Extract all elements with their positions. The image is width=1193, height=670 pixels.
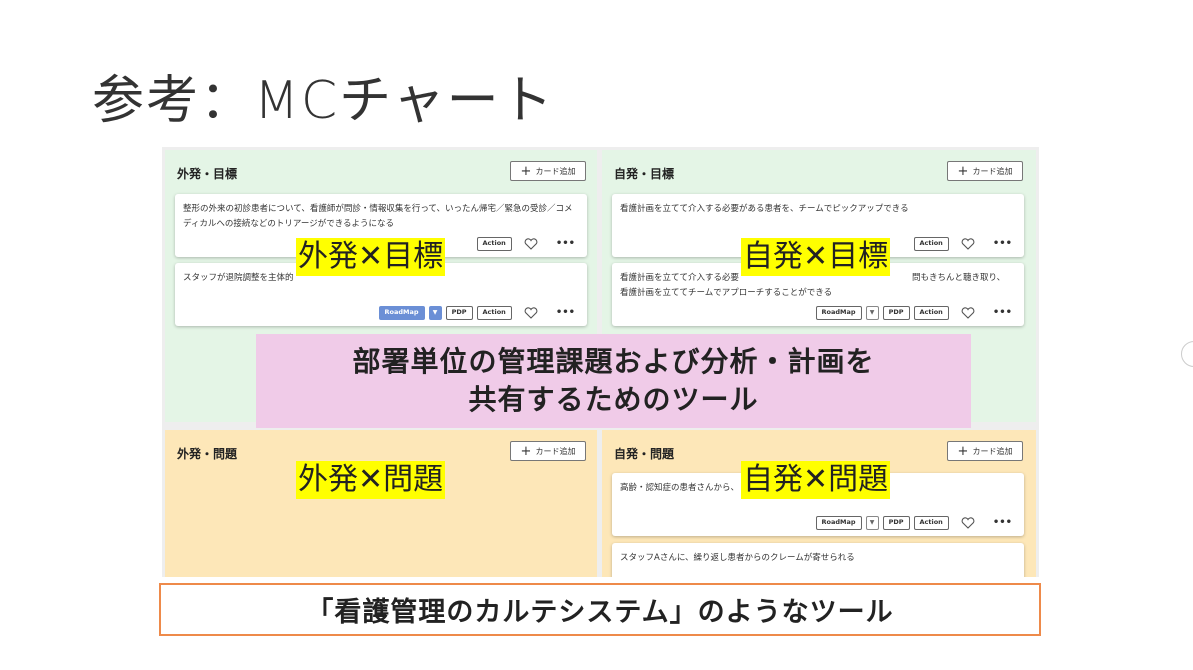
more-icon[interactable]: ••• — [992, 238, 1012, 249]
quadrant-title: 外発・目標 — [177, 167, 238, 181]
overlay-label-external-goal: 外発✕目標 — [296, 238, 446, 276]
card-text: スタッフが退院調整を主体的 — [183, 273, 294, 283]
heart-icon[interactable] — [961, 516, 975, 529]
card-text-line: 看護計画を立てて介入する必要 問もきちんと聴き取り、 — [620, 271, 1016, 286]
quadrant-title: 自発・目標 — [614, 167, 675, 181]
quadrant-internal-problem: 自発・問題 + カード追加 高齢・認知症の患者さんから、 RoadMap ▼ P… — [602, 430, 1036, 577]
card-text: スタッフAさんに、繰り返し患者からのクレームが寄せられる — [620, 553, 855, 563]
card-actions: RoadMap ▼ PDP Action ••• — [815, 515, 1012, 530]
add-card-label: カード追加 — [535, 166, 576, 176]
roadmap-button[interactable]: RoadMap — [815, 305, 862, 320]
action-button[interactable]: Action — [913, 236, 949, 251]
summary-text: 「看護管理のカルテシステム」のようなツール — [306, 597, 894, 628]
add-card-label: カード追加 — [535, 446, 576, 456]
pdp-button[interactable]: PDP — [882, 305, 910, 320]
action-button[interactable]: Action — [476, 305, 512, 320]
quadrant-title: 外発・問題 — [177, 447, 238, 461]
overlay-label-internal-problem: 自発✕問題 — [741, 461, 891, 499]
quadrant-external-goal: 外発・目標 + カード追加 整形の外来の初診患者について、看護師が問診・情報収集… — [165, 150, 597, 422]
more-icon[interactable]: ••• — [555, 238, 575, 249]
card-actions: RoadMap ▼ PDP Action ••• — [378, 305, 575, 320]
add-card-label: カード追加 — [972, 166, 1013, 176]
heart-icon[interactable] — [961, 237, 975, 250]
slide-title: 参考：MCチャート — [92, 71, 555, 131]
summary-callout: 「看護管理のカルテシステム」のようなツール — [159, 583, 1041, 636]
plus-icon: + — [520, 163, 532, 179]
card-text: 看護計画を立てて介入する必要 — [620, 273, 740, 283]
overlay-label-internal-goal: 自発✕目標 — [741, 238, 891, 276]
action-button[interactable]: Action — [913, 305, 949, 320]
heart-icon[interactable] — [524, 237, 538, 250]
action-button[interactable]: Action — [913, 515, 949, 530]
purpose-callout: 部署単位の管理課題および分析・計画を 共有するためのツール — [256, 334, 971, 428]
card-actions: Action ••• — [476, 236, 575, 251]
heart-icon[interactable] — [524, 306, 538, 319]
more-icon[interactable]: ••• — [992, 517, 1012, 528]
quadrant-external-problem: 外発・問題 + カード追加 — [165, 430, 597, 577]
heart-icon[interactable] — [961, 306, 975, 319]
add-card-button[interactable]: + カード追加 — [510, 441, 586, 461]
more-icon[interactable]: ••• — [555, 307, 575, 318]
next-slide-icon[interactable] — [1181, 341, 1193, 367]
add-card-label: カード追加 — [972, 446, 1013, 456]
goal-card[interactable]: 看護計画を立てて介入する必要 問もきちんと聴き取り、 看護計画を立ててチームでア… — [612, 263, 1024, 326]
card-text: 高齢・認知症の患者さんから、 — [620, 483, 740, 493]
caret-down-icon[interactable]: ▼ — [428, 305, 442, 320]
roadmap-button[interactable]: RoadMap — [815, 515, 862, 530]
add-card-button[interactable]: + カード追加 — [510, 161, 586, 181]
mc-chart-board: 外発・目標 + カード追加 整形の外来の初診患者について、看護師が問診・情報収集… — [162, 147, 1039, 577]
add-card-button[interactable]: + カード追加 — [947, 161, 1023, 181]
card-text: 看護計画を立ててチームでアプローチすることができる — [620, 288, 833, 298]
card-text: 問もきちんと聴き取り、 — [912, 273, 1006, 283]
overlay-label-external-problem: 外発✕問題 — [296, 461, 446, 499]
card-text: 整形の外来の初診患者について、看護師が問診・情報収集を行って、いったん帰宅／緊急… — [183, 204, 573, 229]
caret-down-icon[interactable]: ▼ — [865, 515, 879, 530]
card-actions: RoadMap ▼ PDP Action ••• — [815, 305, 1012, 320]
roadmap-button[interactable]: RoadMap — [378, 305, 425, 320]
card-text: 看護計画を立てて介入する必要がある患者を、チームでピックアップできる — [620, 204, 909, 214]
plus-icon: + — [957, 163, 969, 179]
quadrant-title: 自発・問題 — [614, 447, 675, 461]
plus-icon: + — [520, 443, 532, 459]
pdp-button[interactable]: PDP — [882, 515, 910, 530]
more-icon[interactable]: ••• — [992, 307, 1012, 318]
callout-line: 部署単位の管理課題および分析・計画を — [352, 345, 875, 378]
add-card-button[interactable]: + カード追加 — [947, 441, 1023, 461]
caret-down-icon[interactable]: ▼ — [865, 305, 879, 320]
card-actions: Action ••• — [913, 236, 1012, 251]
plus-icon: + — [957, 443, 969, 459]
pdp-button[interactable]: PDP — [445, 305, 473, 320]
callout-line: 共有するためのツール — [468, 383, 759, 416]
action-button[interactable]: Action — [476, 236, 512, 251]
problem-card[interactable]: スタッフAさんに、繰り返し患者からのクレームが寄せられる — [612, 543, 1024, 577]
